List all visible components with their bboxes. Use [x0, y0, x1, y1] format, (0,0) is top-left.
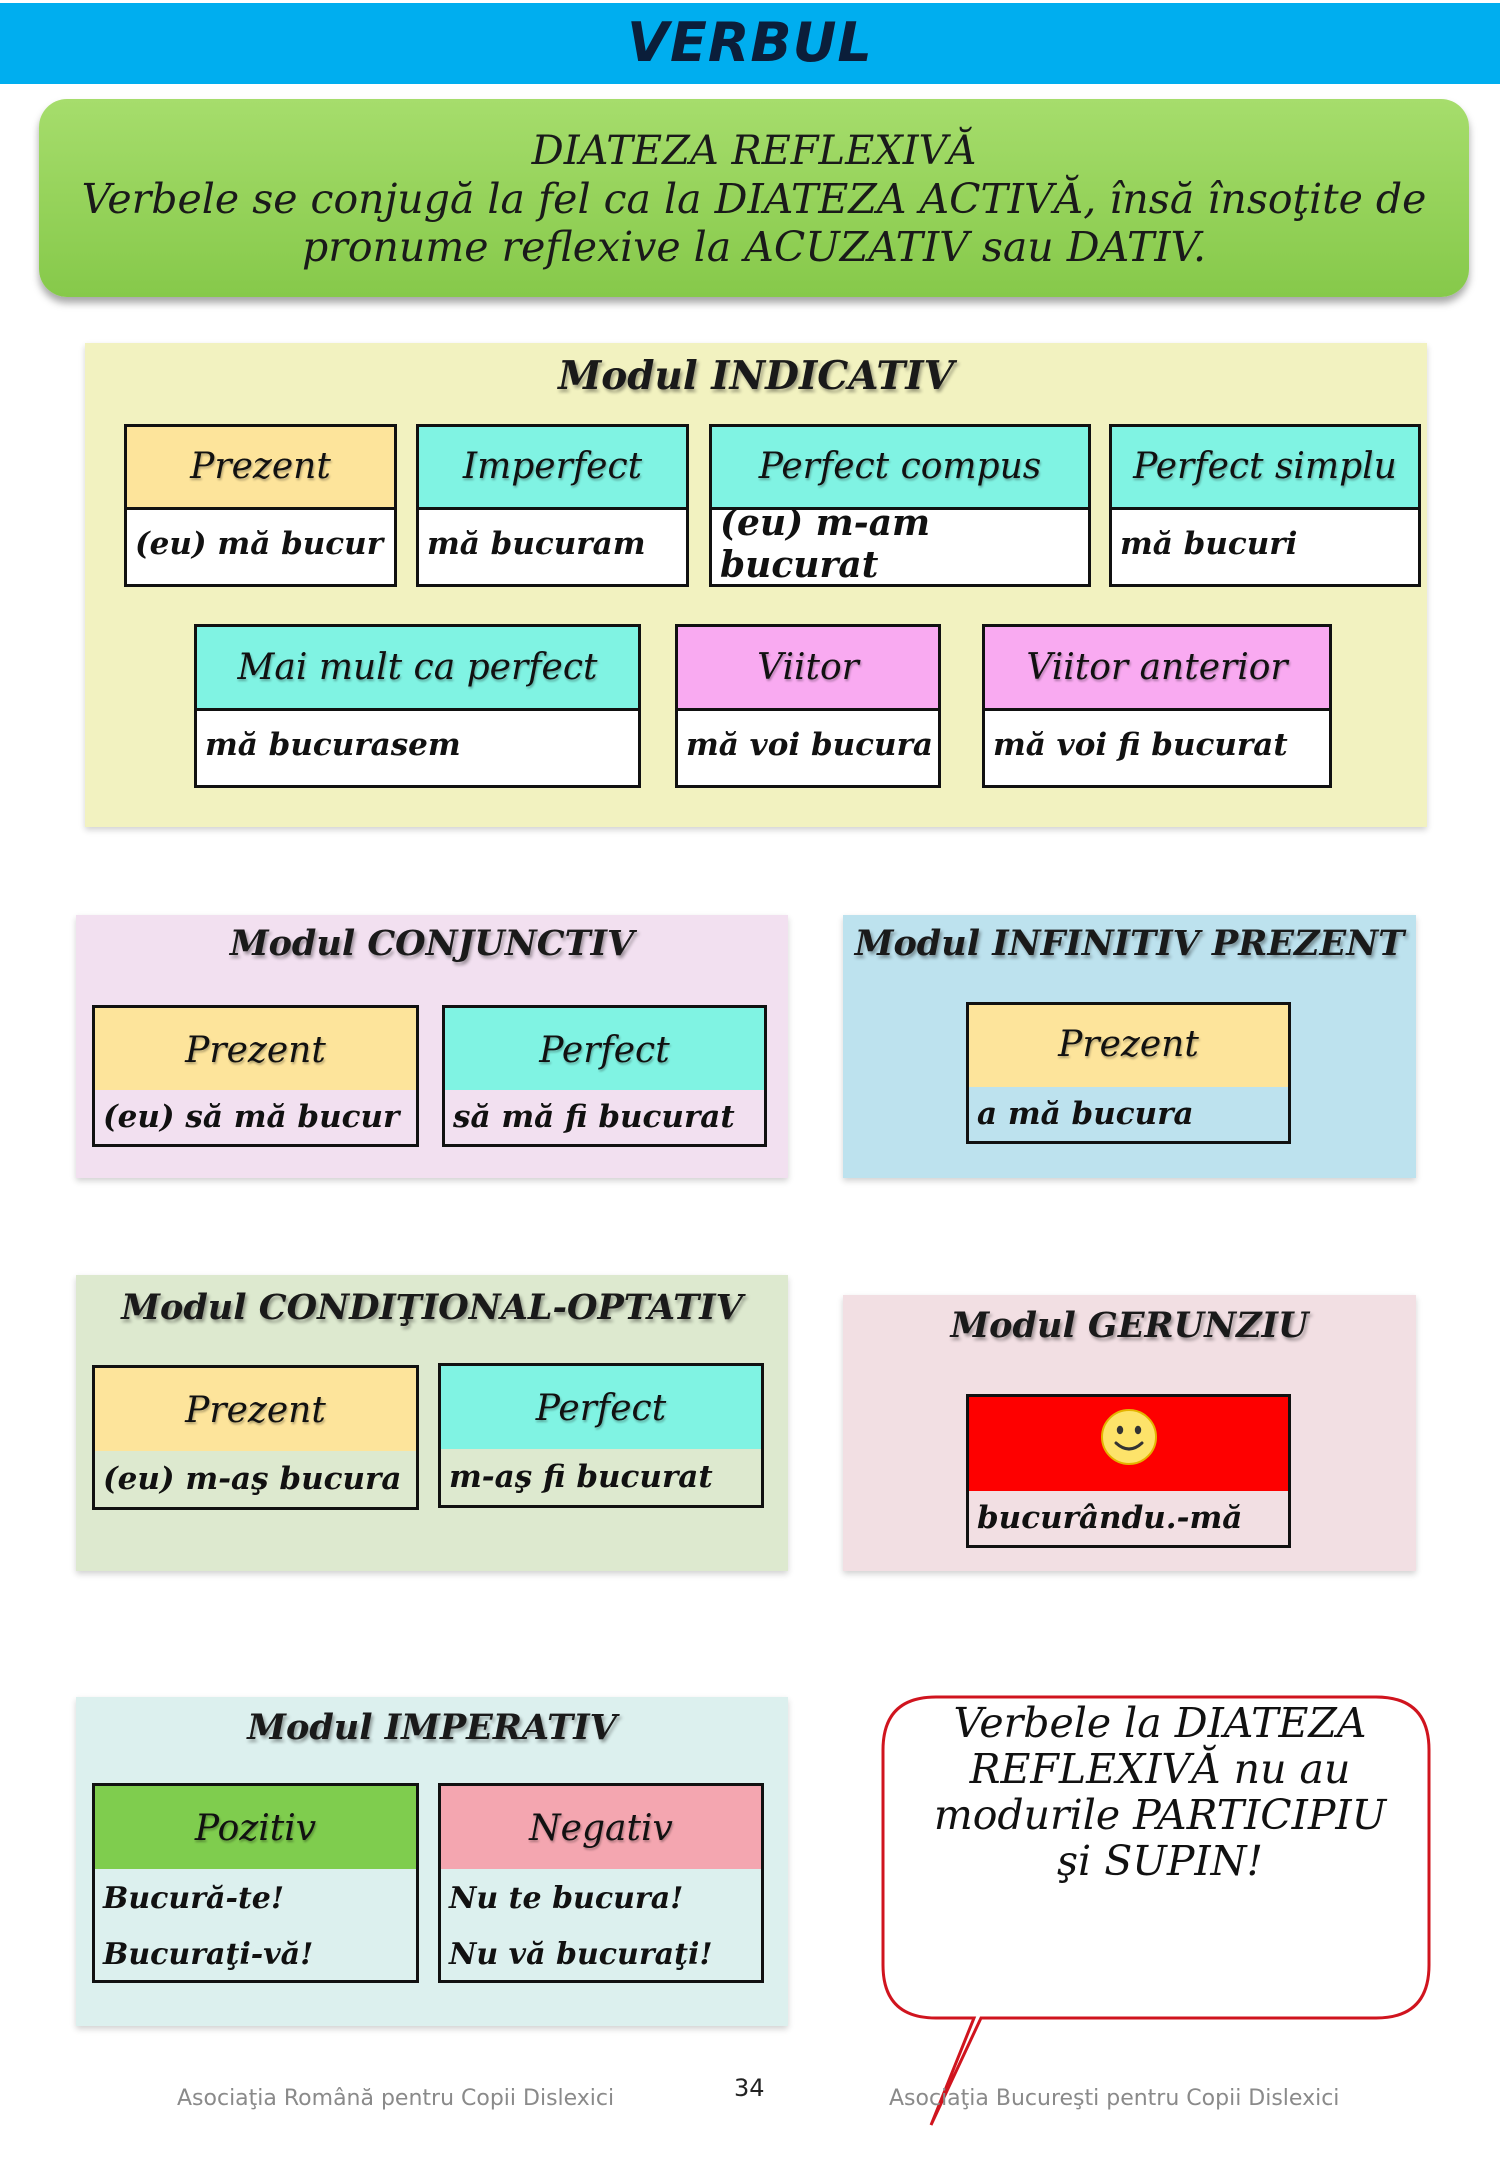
tense-value: (eu) mă bucur — [135, 526, 384, 562]
tense-name: Prezent — [185, 1390, 326, 1431]
tense-box-conjunctiv-perfect: Perfect să mă fi bucurat — [442, 1005, 767, 1147]
imperative-line: Nu te bucura! — [449, 1881, 684, 1916]
tense-value: a mă bucura — [969, 1087, 1288, 1141]
panel-title-conditional: Modul CONDIŢIONAL-OPTATIV — [121, 1287, 743, 1328]
tense-value: (eu) să mă bucur — [95, 1090, 416, 1144]
tense-value: să mă fi bucurat — [445, 1090, 764, 1144]
panel-title-gerunziu: Modul GERUNZIU — [950, 1305, 1309, 1346]
panel-title-conjunctiv: Modul CONJUNCTIV — [229, 923, 635, 964]
tense-name: Perfect — [535, 1388, 667, 1429]
imperative-line: Nu vă bucuraţi! — [449, 1937, 713, 1972]
tense-value: mă voi bucura — [686, 727, 933, 763]
tense-value: bucurându.-mă — [969, 1491, 1288, 1545]
tense-box-mai-mult-ca-perfect: Mai mult ca perfect mă bucurasem — [194, 624, 641, 788]
note-line: şi SUPIN! — [1057, 1837, 1263, 1885]
tense-name: Viitor anterior — [1026, 647, 1288, 688]
speech-bubble — [881, 1695, 1431, 2126]
note-text: Verbele la DIATEZA REFLEXIVĂ nu au modur… — [910, 1700, 1410, 1884]
banner-title: DIATEZA REFLEXIVĂ — [531, 128, 977, 174]
tense-value: mă bucuram — [427, 526, 646, 562]
tense-value: m-aş fi bucurat — [441, 1449, 761, 1505]
panel-title-infinitiv: Modul INFINITIV PREZENT — [854, 923, 1405, 964]
header-bar: VERBUL — [0, 3, 1500, 84]
note-line: Verbele la DIATEZA — [953, 1699, 1367, 1747]
tense-name: Perfect simplu — [1133, 446, 1397, 487]
note-line: modurile PARTICIPIU — [933, 1791, 1387, 1839]
tense-name: Prezent — [190, 446, 331, 487]
imperative-line: Bucuraţi-vă! — [103, 1937, 314, 1972]
tense-box-conditional-prezent: Prezent (eu) m-aş bucura — [92, 1365, 419, 1510]
intro-banner: DIATEZA REFLEXIVĂ Verbele se conjugă la … — [39, 99, 1469, 297]
tense-box-imperfect: Imperfect mă bucuram — [416, 424, 689, 587]
tense-box-prezent: Prezent (eu) mă bucur — [124, 424, 397, 587]
page-number: 34 — [734, 2074, 765, 2102]
tense-name: Pozitiv — [194, 1808, 317, 1849]
tense-box-perfect-simplu: Perfect simplu mă bucuri — [1109, 424, 1421, 587]
tense-name: Prezent — [1058, 1024, 1199, 1065]
tense-value: mă bucurasem — [205, 727, 461, 763]
tense-value: (eu) m-aş bucura — [95, 1451, 416, 1507]
tense-box-conjunctiv-prezent: Prezent (eu) să mă bucur — [92, 1005, 419, 1147]
tense-name: Negativ — [529, 1808, 673, 1849]
tense-name: Mai mult ca perfect — [237, 647, 598, 688]
panel-title-indicativ: Modul INDICATIV — [558, 353, 954, 399]
page-title: VERBUL — [627, 11, 873, 74]
tense-box-viitor: Viitor mă voi bucura — [675, 624, 941, 788]
smiley-face-icon — [1101, 1409, 1157, 1465]
tense-box-imperativ-negativ: Negativ Nu te bucura! Nu vă bucuraţi! — [438, 1783, 764, 1983]
banner-text: Verbele se conjugă la fel ca la DIATEZA … — [81, 175, 1427, 271]
tense-name: Perfect compus — [758, 446, 1042, 487]
tense-value: (eu) m-am bucurat — [720, 502, 931, 586]
tense-box-infinitiv-prezent: Prezent a mă bucura — [966, 1002, 1291, 1144]
tense-box-viitor-anterior: Viitor anterior mă voi fi bucurat — [982, 624, 1332, 788]
tense-value: mă voi fi bucurat — [993, 727, 1288, 763]
footer-left: Asociaţia Română pentru Copii Dislexici — [177, 2086, 615, 2111]
note-line: REFLEXIVĂ nu au — [969, 1745, 1351, 1793]
tense-box-gerunziu: bucurându.-mă — [966, 1394, 1291, 1548]
tense-name: Prezent — [185, 1030, 326, 1071]
panel-title-imperativ: Modul IMPERATIV — [247, 1707, 617, 1748]
tense-value: mă bucuri — [1120, 526, 1298, 562]
footer-right: Asociaţia Bucureşti pentru Copii Dislexi… — [889, 2086, 1340, 2111]
tense-name: Imperfect — [462, 446, 643, 487]
tense-name: Viitor — [757, 647, 859, 688]
tense-box-imperativ-pozitiv: Pozitiv Bucură-te! Bucuraţi-vă! — [92, 1783, 419, 1983]
tense-box-perfect-compus: Perfect compus (eu) m-am bucurat — [709, 424, 1091, 587]
imperative-line: Bucură-te! — [103, 1881, 285, 1916]
tense-box-conditional-perfect: Perfect m-aş fi bucurat — [438, 1363, 764, 1508]
tense-name: Perfect — [539, 1030, 670, 1071]
